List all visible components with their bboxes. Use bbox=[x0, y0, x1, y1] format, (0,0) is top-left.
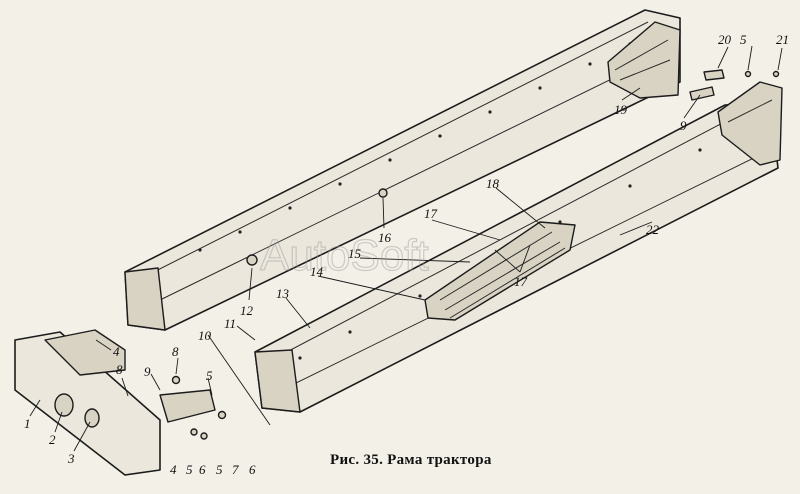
callout-17b: 17 bbox=[514, 274, 528, 289]
callout-7: 7 bbox=[232, 462, 239, 477]
front-bracket-hardware bbox=[159, 69, 780, 440]
callout-1: 1 bbox=[24, 416, 31, 431]
callout-10: 10 bbox=[198, 328, 212, 343]
callout-6a: 6 bbox=[199, 462, 206, 477]
callout-9a: 9 bbox=[144, 364, 151, 379]
watermark-text: AutoSoft bbox=[260, 231, 429, 280]
callout-20: 20 bbox=[718, 32, 732, 47]
callout-6b: 6 bbox=[249, 462, 256, 477]
callout-labels: 1 2 3 4 4 5 5 5 5 6 6 7 8 8 9 9 10 11 12… bbox=[24, 32, 789, 477]
center-cross-member bbox=[424, 221, 576, 321]
rear-bracket-left bbox=[607, 21, 681, 99]
callout-4b: 4 bbox=[170, 462, 177, 477]
callout-12: 12 bbox=[240, 303, 254, 318]
callout-13: 13 bbox=[276, 286, 290, 301]
callout-3: 3 bbox=[67, 451, 75, 466]
callout-4a: 4 bbox=[113, 344, 120, 359]
figure-caption: Рис. 35. Рама трактора bbox=[330, 452, 492, 468]
callout-18: 18 bbox=[486, 176, 500, 191]
callout-8a: 8 bbox=[116, 362, 123, 377]
callout-21: 21 bbox=[776, 32, 789, 47]
callout-2: 2 bbox=[49, 432, 56, 447]
callout-11: 11 bbox=[224, 316, 236, 331]
left-side-member bbox=[124, 9, 681, 331]
callout-22: 22 bbox=[646, 222, 660, 237]
callout-17a: 17 bbox=[424, 206, 438, 221]
front-cross-member bbox=[14, 329, 161, 476]
callout-8b: 8 bbox=[172, 344, 179, 359]
callout-9b: 9 bbox=[680, 118, 687, 133]
callout-5d: 5 bbox=[740, 32, 747, 47]
callout-5a: 5 bbox=[186, 462, 193, 477]
callout-16: 16 bbox=[378, 230, 392, 245]
leader-lines bbox=[29, 45, 783, 452]
callout-19: 19 bbox=[614, 102, 628, 117]
callout-5b: 5 bbox=[216, 462, 223, 477]
rear-bracket-right bbox=[717, 81, 783, 166]
callout-5c: 5 bbox=[206, 368, 213, 383]
callout-14: 14 bbox=[310, 264, 324, 279]
callout-15: 15 bbox=[348, 246, 362, 261]
